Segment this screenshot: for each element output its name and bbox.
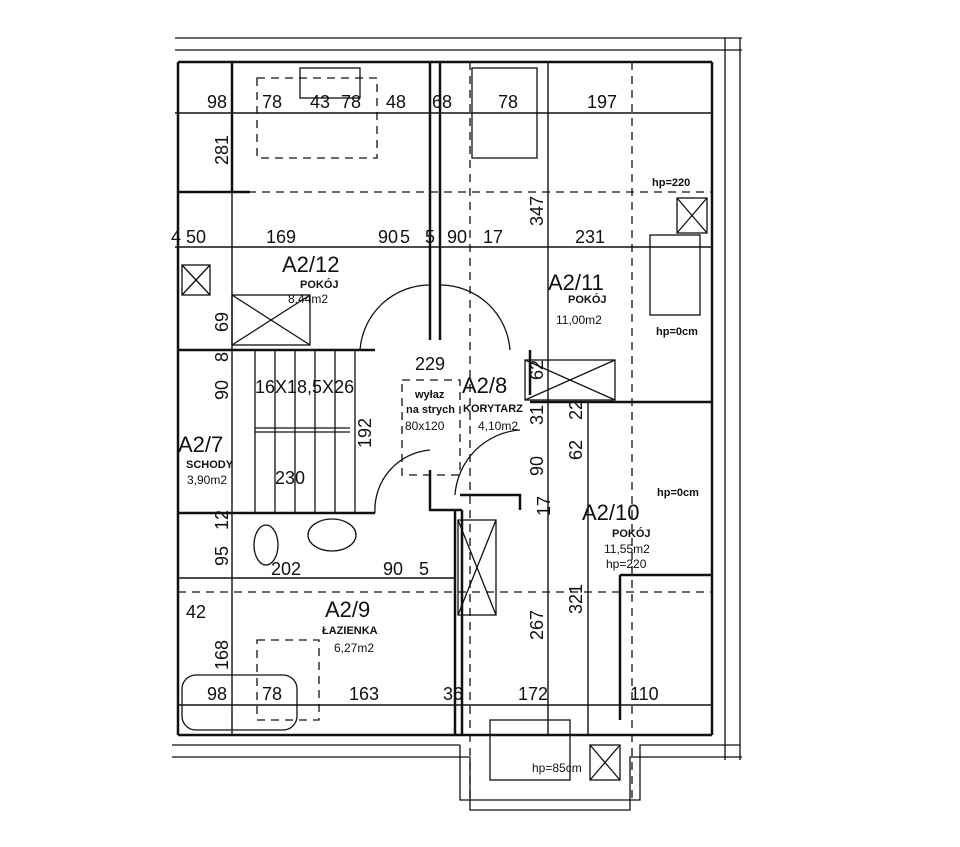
stairs-spec: 16X18,5X26	[255, 377, 354, 397]
room-area-a2-12: 8,44m2	[288, 292, 328, 306]
room-area-a2-7: 3,90m2	[187, 473, 227, 487]
dim-text: 347	[527, 196, 547, 226]
dim-text: 163	[349, 684, 379, 704]
dim-text: 17	[534, 496, 554, 516]
dim-text: 95	[212, 546, 232, 566]
room-area-a2-11: 11,00m2	[556, 313, 602, 327]
hp-label: hp=0cm	[657, 487, 699, 499]
dim-text: 169	[266, 227, 296, 247]
dim-text: 321	[566, 584, 586, 614]
room-area-a2-10: 11,55m2	[604, 542, 650, 556]
dim-text: 98	[207, 684, 227, 704]
dim-text: 62	[527, 360, 547, 380]
dim-text: 78	[262, 684, 282, 704]
room-id-a2-9: A2/9	[325, 597, 370, 622]
attic-hatch-label: na strych	[406, 404, 455, 416]
hp-label: hp=0cm	[656, 326, 698, 338]
hp-label: hp=220	[652, 177, 690, 189]
room-name-a2-10: POKÓJ	[612, 527, 651, 540]
room-name-a2-11: POKÓJ	[568, 293, 607, 306]
stairs	[254, 350, 356, 513]
room-name-a2-12: POKÓJ	[300, 278, 339, 291]
dim-text: 90	[212, 380, 232, 400]
dim-text: 267	[527, 610, 547, 640]
dim-text: 17	[483, 227, 503, 247]
dim-text: 4	[171, 227, 181, 247]
room-name-a2-7: SCHODY	[186, 459, 234, 471]
dim-text: 78	[498, 92, 518, 112]
walls	[172, 37, 742, 811]
dim-text: 230	[275, 468, 305, 488]
room-area-a2-9: 6,27m2	[334, 641, 374, 655]
dim-text: 22	[566, 400, 586, 420]
dim-text: 98	[207, 92, 227, 112]
dim-text: 192	[355, 418, 375, 448]
dim-text: 229	[415, 354, 445, 374]
dim-text: 62	[566, 440, 586, 460]
dim-text: 281	[212, 135, 232, 165]
dim-text: 202	[271, 559, 301, 579]
dim-text: 48	[386, 92, 406, 112]
room-labels: A2/12 POKÓJ 8,44m2 A2/11 POKÓJ 11,00m2 h…	[178, 177, 699, 775]
dim-text: 8	[212, 352, 232, 362]
attic-hatch-size: 80x120	[405, 419, 445, 433]
dim-text: 12	[212, 510, 232, 530]
dim-text: 68	[432, 92, 452, 112]
dim-text: 5	[400, 227, 410, 247]
dim-text: 5	[419, 559, 429, 579]
room-id-a2-10: A2/10	[582, 500, 640, 525]
dim-text: 78	[341, 92, 361, 112]
dimension-lines	[175, 62, 712, 735]
dim-text: 90	[447, 227, 467, 247]
room-id-a2-7: A2/7	[178, 432, 223, 457]
dim-text: 172	[518, 684, 548, 704]
dim-text: 90	[527, 456, 547, 476]
hp-label: hp=85cm	[532, 761, 582, 775]
hp-label: hp=220	[606, 557, 647, 571]
dim-text: 69	[212, 312, 232, 332]
dim-text: 31	[527, 405, 547, 425]
dim-text: 231	[575, 227, 605, 247]
dim-text: 90	[383, 559, 403, 579]
dim-text: 36	[443, 684, 463, 704]
dim-text: 78	[262, 92, 282, 112]
attic-hatch-label: wyłaz	[414, 389, 445, 401]
room-id-a2-12: A2/12	[282, 252, 340, 277]
dim-text: 50	[186, 227, 206, 247]
room-name-a2-8: KORYTARZ	[463, 403, 523, 415]
room-id-a2-8: A2/8	[462, 373, 507, 398]
dim-text: 43	[310, 92, 330, 112]
dim-text: 90	[378, 227, 398, 247]
dimension-texts: 98 78 43 78 48 68 78 197 4 50 169 90 5 5…	[171, 92, 659, 704]
dim-text: 197	[587, 92, 617, 112]
dim-text: 5	[425, 227, 435, 247]
dim-text: 42	[186, 602, 206, 622]
room-area-a2-8: 4,10m2	[478, 419, 518, 433]
room-name-a2-9: ŁAZIENKA	[322, 625, 378, 637]
dim-text: 110	[630, 684, 659, 704]
room-id-a2-11: A2/11	[548, 270, 604, 295]
dim-text: 168	[212, 640, 232, 670]
